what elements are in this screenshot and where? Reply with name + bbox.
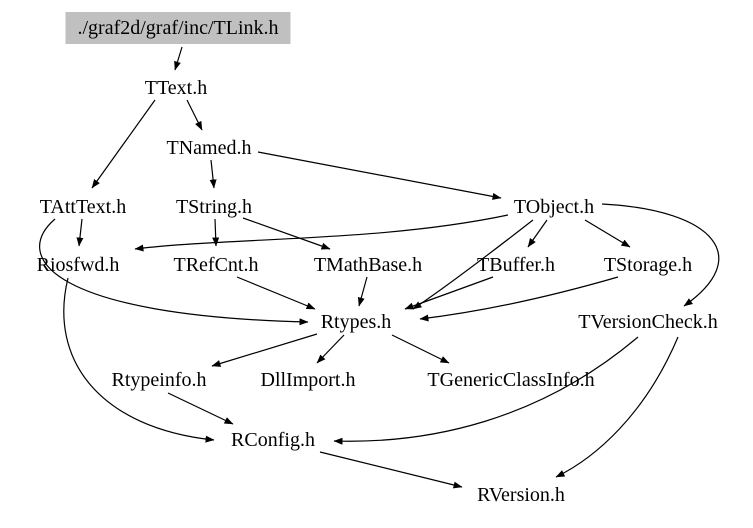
edge-ttext-tnamed [186,99,203,131]
edge-tmathbase-rtypes [357,276,368,307]
node-tstorage[interactable]: TStorage.h [603,254,693,276]
node-rtypeinfo[interactable]: Rtypeinfo.h [111,369,207,391]
edge-tobject-tbuffer [527,219,548,248]
node-ttext[interactable]: TText.h [144,77,208,99]
node-rversion[interactable]: RVersion.h [477,484,565,506]
edge-tnamed-tstring [209,159,217,189]
edge-tstring-trefcnt [212,218,220,247]
node-root: ./graf2d/graf/inc/TLink.h [65,12,291,44]
edge-rconfig-rversion [319,451,463,489]
edge-rtypes-dllimport [316,334,345,364]
edge-root-ttext [174,46,183,71]
edge-tobject-tstorage [584,219,631,248]
edge-tatttext-riosfwd [76,218,84,247]
node-tobject[interactable]: TObject.h [513,196,595,218]
node-tversioncheck[interactable]: TVersionCheck.h [578,311,718,333]
edge-rtypes-tgenericclassinfo [391,334,450,364]
node-rtypes[interactable]: Rtypes.h [320,311,392,333]
edge-tobject-tversioncheck [601,203,720,307]
edge-tversioncheck-rversion [555,336,679,478]
node-tatttext[interactable]: TAttText.h [39,196,127,218]
edge-tnamed-tobject [257,151,502,200]
node-tnamed[interactable]: TNamed.h [166,137,252,159]
node-tstring[interactable]: TString.h [175,196,253,218]
edge-tobject-riosfwd [134,214,509,252]
edge-ttext-tatttext [91,99,156,189]
edge-tstring-tmathbase [242,217,331,250]
edge-rtypeinfo-rconfig [167,392,234,425]
node-tbuffer[interactable]: TBuffer.h [477,254,555,276]
node-tgenericclassinfo[interactable]: TGenericClassInfo.h [427,369,595,391]
edge-rtypes-rtypeinfo [211,333,318,367]
node-dllimport[interactable]: DllImport.h [260,369,356,391]
edge-trefcnt-rtypes [236,276,316,310]
edge-tbuffer-rtypes [404,276,494,310]
edge-tstorage-rtypes [419,276,619,322]
edge-riosfwd-rconfig [63,277,215,443]
edge-tversioncheck-rconfig [333,336,639,445]
node-riosfwd[interactable]: Riosfwd.h [36,254,120,276]
edge-tatttext-rtypes [39,218,309,326]
node-rconfig[interactable]: RConfig.h [231,429,315,451]
node-trefcnt[interactable]: TRefCnt.h [173,254,259,276]
node-tmathbase[interactable]: TMathBase.h [313,254,423,276]
